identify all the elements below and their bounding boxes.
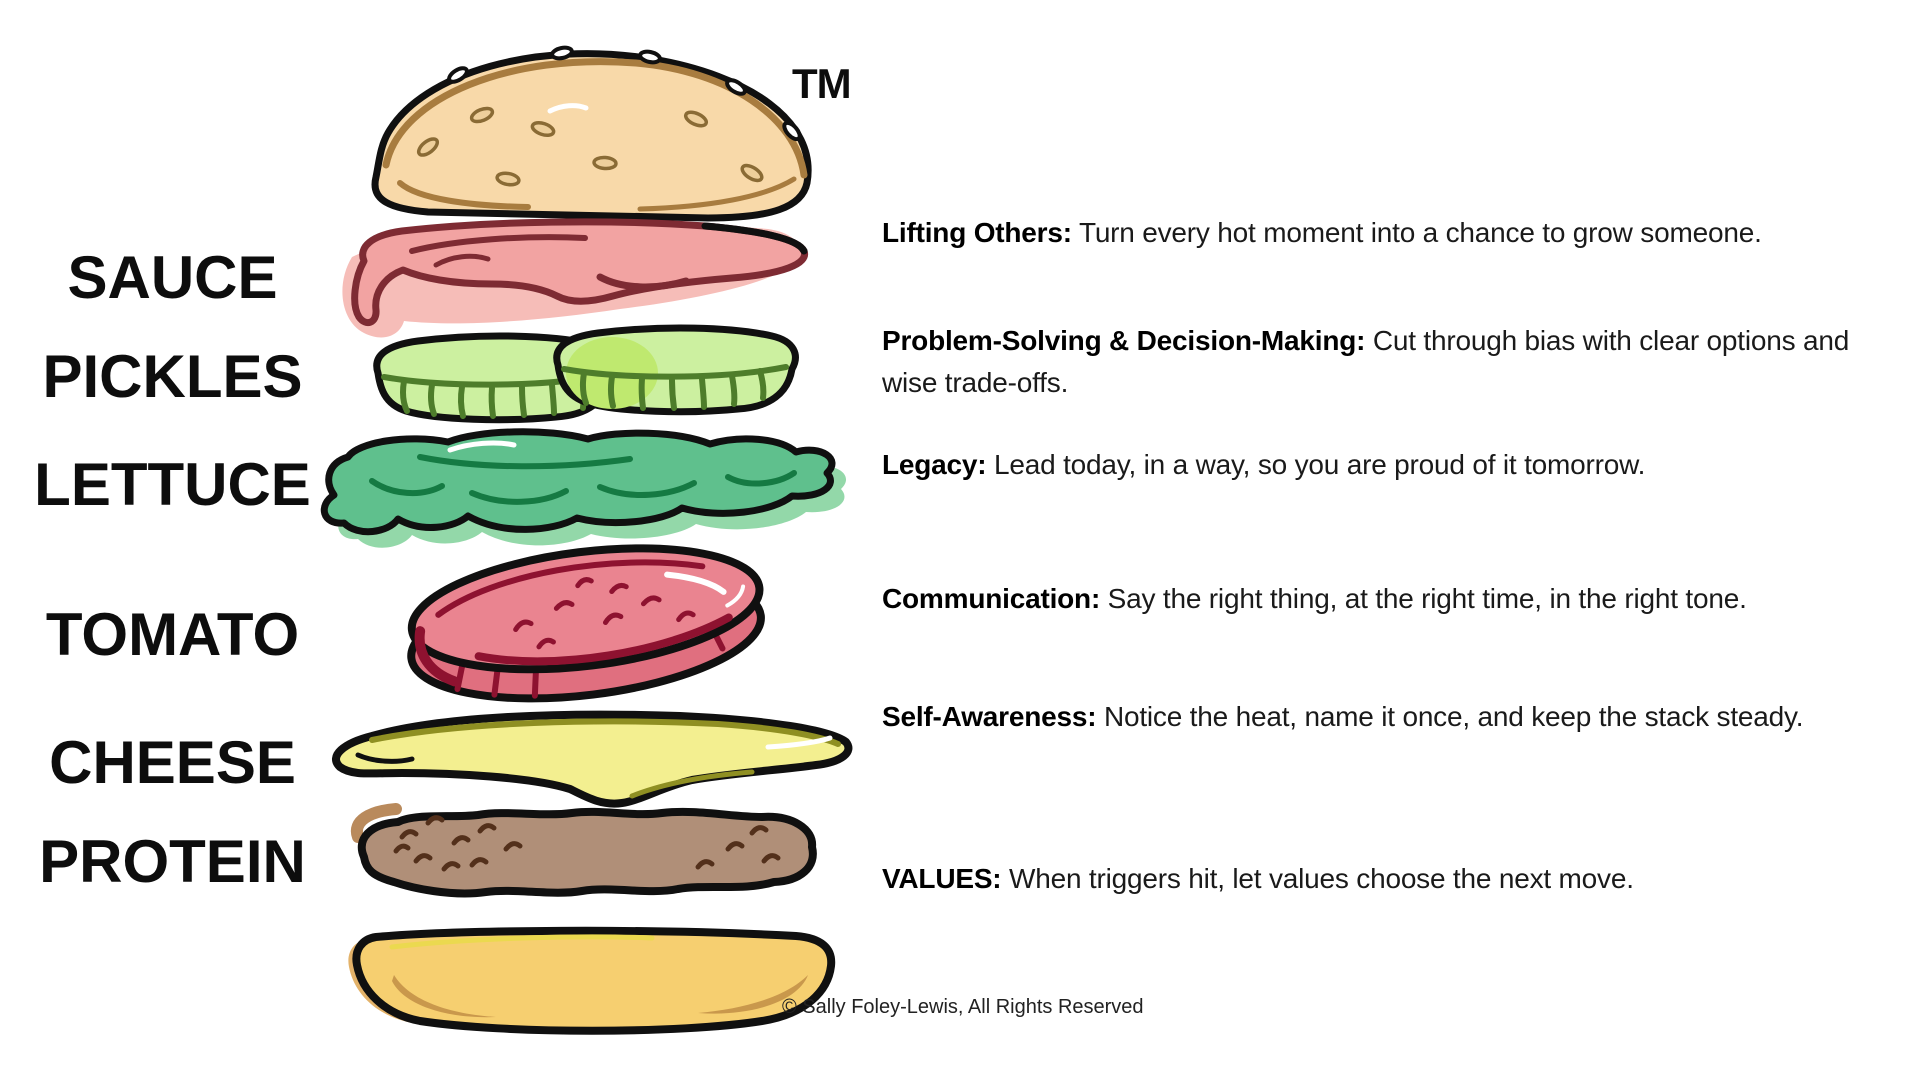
description-text: Turn every hot moment into a chance to g… [1071,217,1762,248]
description-term: Problem-Solving & Decision-Making: [882,325,1366,356]
layer-label-tomato: TOMATO [45,601,300,668]
layer-label-sauce: SAUCE [67,244,278,311]
protein-illustration [350,803,817,898]
top-bun-illustration [371,45,812,222]
bottom-bun-illustration [348,926,836,1035]
description-text: Lead today, in a way, so you are proud o… [986,449,1646,480]
layer-label-lettuce: LETTUCE [34,451,311,518]
sauce-illustration [342,218,809,338]
burger-illustration [320,45,853,1035]
trademark-symbol: TM [792,60,852,107]
description-text: Cut through bias with clear options and … [882,325,1850,398]
description-text: Say the right thing, at the right time, … [1100,583,1747,614]
description-term: VALUES: [882,863,1002,894]
tomato-illustration [407,544,765,703]
pickles-illustration [373,324,799,424]
layer-label-protein: PROTEIN [39,828,306,895]
layer-label-cheese: CHEESE [49,729,296,796]
copyright-notice: © Sally Foley-Lewis, All Rights Reserved [782,996,1144,1018]
description-lifting-others: Lifting Others: Turn every hot moment in… [882,212,1872,254]
description-self-awareness: Self-Awareness: Notice the heat, name it… [882,696,1872,738]
description-text: When triggers hit, let values choose the… [1001,863,1634,894]
layer-label-pickles: PICKLES [42,343,303,410]
description-term: Self-Awareness: [882,701,1097,732]
description-term: Legacy: [882,449,987,480]
description-communication: Communication: Say the right thing, at t… [882,578,1872,620]
description-legacy: Legacy: Lead today, in a way, so you are… [882,444,1872,486]
description-term: Lifting Others: [882,217,1072,248]
description-term: Communication: [882,583,1101,614]
description-problem-solving: Problem-Solving & Decision-Making: Cut t… [882,320,1872,404]
description-values: VALUES: When triggers hit, let values ch… [882,858,1872,900]
cheese-illustration [332,710,853,808]
description-text: Notice the heat, name it once, and keep … [1096,701,1804,732]
lettuce-illustration [320,428,847,548]
